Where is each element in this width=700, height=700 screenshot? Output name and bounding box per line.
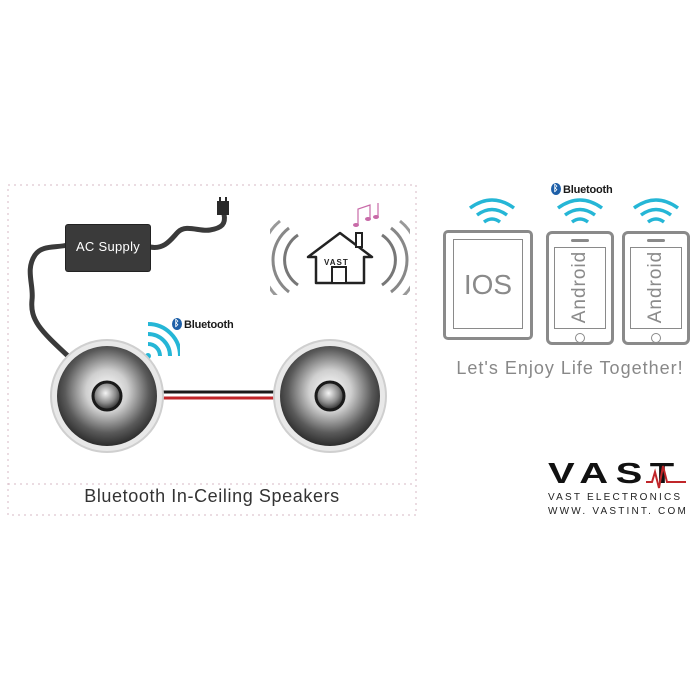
phone-speaker-slot [571,239,589,242]
house-icon [270,203,410,295]
bluetooth-label-right: Bluetooth [551,182,613,196]
power-cable [27,242,71,359]
bluetooth-icon [172,317,182,330]
device-label-ios: IOS [463,269,513,300]
brand-website: WWW. VASTINT. COM [548,506,688,517]
brand-company: VAST ELECTRONICS [548,492,683,503]
ac-supply-box: AC Supply [66,225,150,271]
brand-logo-text: VAST [548,458,682,490]
tablet-device: IOS [443,230,533,340]
wifi-icon [468,198,516,224]
music-note-icon [353,203,379,227]
plug-cable [147,211,227,250]
tablet-screen [453,239,523,329]
house-logo-text: VAST [324,258,349,267]
speaker-right [273,339,387,453]
wifi-icon [556,198,604,224]
brand-logo: VAST [548,458,686,490]
speaker-left [50,339,164,453]
phone-screen [630,247,682,329]
device-label-android-2: Android [645,250,666,324]
wifi-icon [632,198,680,224]
slogan: Let's Enjoy Life Together! [456,358,684,378]
bluetooth-icon [551,182,561,195]
ac-supply-label: AC Supply [75,239,141,254]
device-label-android-1: Android [569,250,590,324]
phone-device-1: Android [546,231,614,345]
phone-home-button [575,333,585,343]
bluetooth-label-left: Bluetooth [172,317,234,331]
bluetooth-text: Bluetooth [563,184,613,196]
phone-home-button [651,333,661,343]
panel-caption: Bluetooth In-Ceiling Speakers [84,486,340,506]
bluetooth-text: Bluetooth [184,319,234,331]
phone-screen [554,247,606,329]
phone-device-2: Android [622,231,690,345]
plug-icon [217,197,229,215]
phone-speaker-slot [647,239,665,242]
